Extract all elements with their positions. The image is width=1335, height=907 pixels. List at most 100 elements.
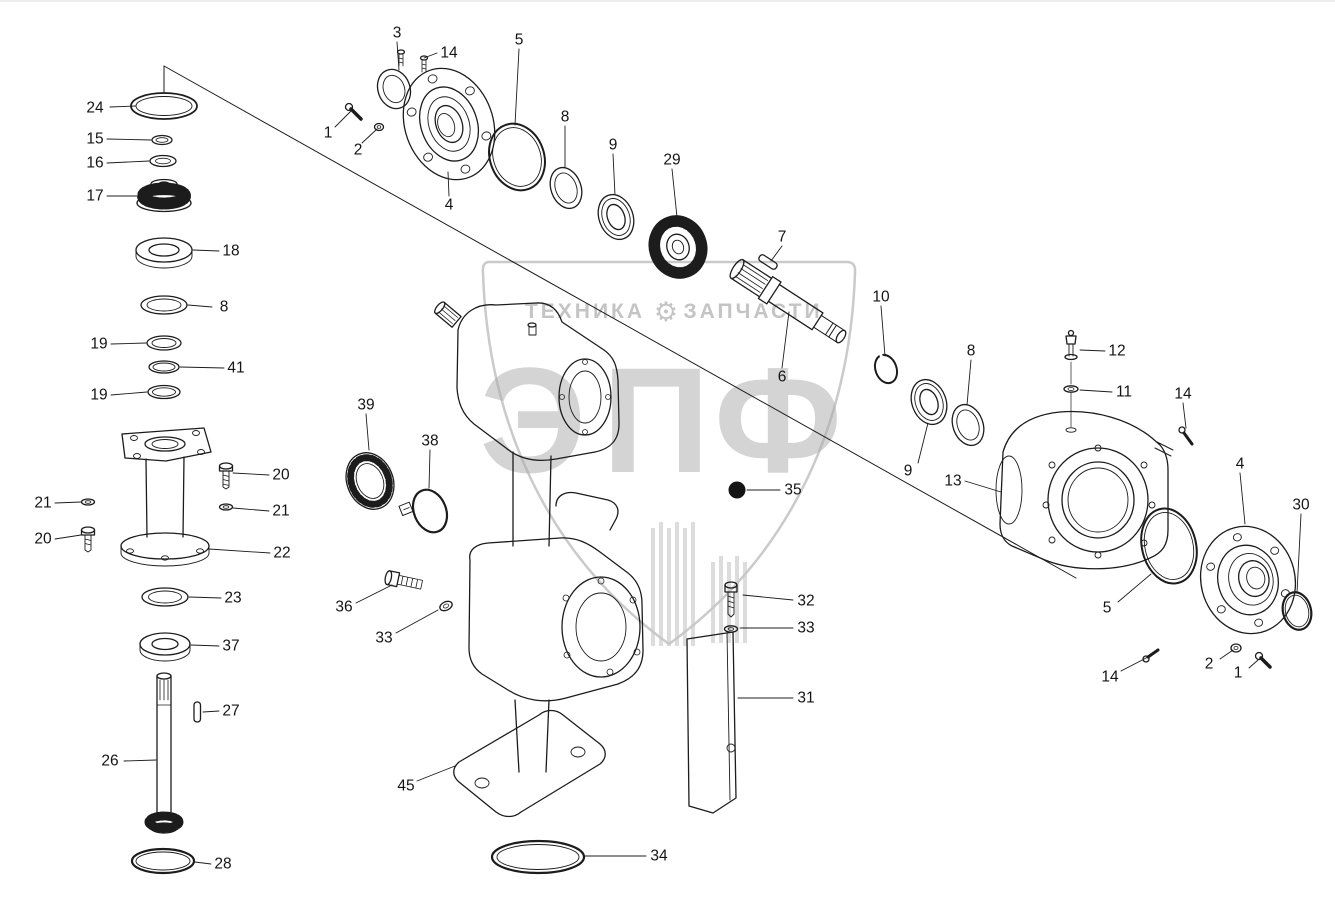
- oring-28: [130, 847, 196, 875]
- part-label-27: 27: [222, 702, 240, 720]
- part-label-29: 29: [663, 151, 681, 169]
- seal-3: [376, 68, 412, 110]
- part-label-45: 45: [397, 777, 415, 795]
- part-label-33-right: 33: [797, 619, 815, 637]
- gasket-34: [490, 839, 586, 875]
- washer-11: [1063, 385, 1079, 428]
- part-label-38: 38: [421, 432, 439, 450]
- part-label-3: 3: [392, 24, 402, 42]
- part-label-8-shaft-right: 8: [966, 342, 976, 360]
- oring-24: [130, 92, 198, 120]
- ring-8-shaft-left: [549, 166, 583, 210]
- plug-35: [728, 481, 746, 499]
- part-label-35: 35: [784, 481, 802, 499]
- part-label-8-shaft-left: 8: [560, 108, 570, 126]
- washer-33-left: [439, 600, 453, 612]
- oring-5-right: [1140, 507, 1198, 585]
- bolt-36: [384, 570, 423, 590]
- flange-4-right: [1199, 525, 1297, 635]
- oring-30: [1281, 591, 1313, 631]
- part-label-1-right: 1: [1233, 664, 1243, 682]
- bearing-cage-39: [345, 452, 395, 510]
- part-label-8-stack: 8: [219, 298, 229, 316]
- part-label-10: 10: [872, 288, 890, 306]
- part-label-32: 32: [797, 592, 815, 610]
- leader-lines: [54, 41, 1302, 865]
- washer-2-left: [373, 122, 385, 132]
- bearing-9-left: [597, 193, 635, 241]
- part-label-14-right-bottom: 14: [1101, 668, 1119, 686]
- part-label-17: 17: [86, 187, 104, 205]
- bolt-1-left: [344, 102, 363, 121]
- bolt-20-right: [218, 462, 234, 490]
- flange-4-left: [402, 67, 496, 181]
- part-label-12: 12: [1108, 342, 1126, 360]
- part-label-7: 7: [777, 228, 787, 246]
- part-label-37: 37: [222, 637, 240, 655]
- ring-8-stack: [140, 295, 188, 315]
- ring-15: [151, 134, 173, 146]
- upper-gear-housing: [434, 301, 620, 547]
- part-label-1-left: 1: [323, 124, 333, 142]
- bevel-gear-17: [136, 178, 192, 213]
- part-label-20-left: 20: [34, 530, 52, 548]
- part-label-23: 23: [224, 589, 242, 607]
- part-label-9-left: 9: [608, 136, 618, 154]
- ring-19-lower: [147, 384, 181, 400]
- part-label-2-right: 2: [1204, 655, 1214, 673]
- part-label-41: 41: [227, 359, 245, 377]
- watermark-text-left: ТЕХНИКА: [525, 300, 645, 323]
- part-label-26: 26: [101, 752, 119, 770]
- oring-5-left: [488, 122, 546, 192]
- part-label-5-left: 5: [514, 31, 524, 49]
- svg-text:Ф: Ф: [714, 336, 842, 504]
- bevel-gear-29: [648, 215, 708, 279]
- mounting-foot-45: [453, 709, 606, 818]
- part-label-15: 15: [86, 130, 104, 148]
- part-label-30: 30: [1292, 496, 1310, 514]
- breather-12: [1064, 329, 1078, 385]
- part-label-14-top: 14: [440, 44, 458, 62]
- washer-21-left: [80, 498, 96, 506]
- part-label-19-lower: 19: [90, 386, 108, 404]
- part-label-24: 24: [86, 99, 104, 117]
- part-label-34: 34: [650, 847, 668, 865]
- part-label-16: 16: [86, 154, 104, 172]
- part-label-33-left: 33: [375, 629, 393, 647]
- watermark-columns: [651, 522, 747, 646]
- part-label-14-right-top: 14: [1174, 385, 1192, 403]
- part-label-5-right: 5: [1102, 599, 1112, 617]
- part-label-21-right: 21: [272, 502, 290, 520]
- part-label-22: 22: [273, 544, 291, 562]
- bearing-37: [139, 632, 191, 662]
- washer-33-right: [723, 625, 739, 633]
- bolt-32: [724, 581, 738, 618]
- washer-21-right: [218, 503, 234, 511]
- part-label-11: 11: [1115, 383, 1133, 401]
- svg-text:П: П: [602, 336, 710, 504]
- part-label-4-right: 4: [1235, 455, 1245, 473]
- bearing-9-right: [910, 378, 948, 426]
- housing-13: [995, 410, 1174, 570]
- part-label-2-left: 2: [353, 141, 363, 159]
- part-label-4-left: 4: [444, 196, 454, 214]
- shaft-6: [729, 258, 847, 344]
- part-label-18: 18: [222, 242, 240, 260]
- snap-ring-10: [873, 351, 899, 385]
- part-label-19-upper: 19: [90, 335, 108, 353]
- bolt-20-left: [80, 526, 96, 553]
- ring-19-upper: [146, 335, 182, 351]
- svg-text:Э: Э: [480, 336, 587, 504]
- part-label-13: 13: [944, 472, 962, 490]
- part-label-9-right: 9: [903, 462, 913, 480]
- part-label-31: 31: [797, 689, 815, 707]
- key-7: [758, 254, 778, 270]
- ring-16: [149, 154, 177, 168]
- part-label-28: 28: [214, 855, 232, 873]
- bearing-18: [135, 237, 193, 269]
- ring-23: [141, 587, 189, 607]
- pin-27: [193, 701, 202, 723]
- lower-gear-housing: [468, 491, 644, 773]
